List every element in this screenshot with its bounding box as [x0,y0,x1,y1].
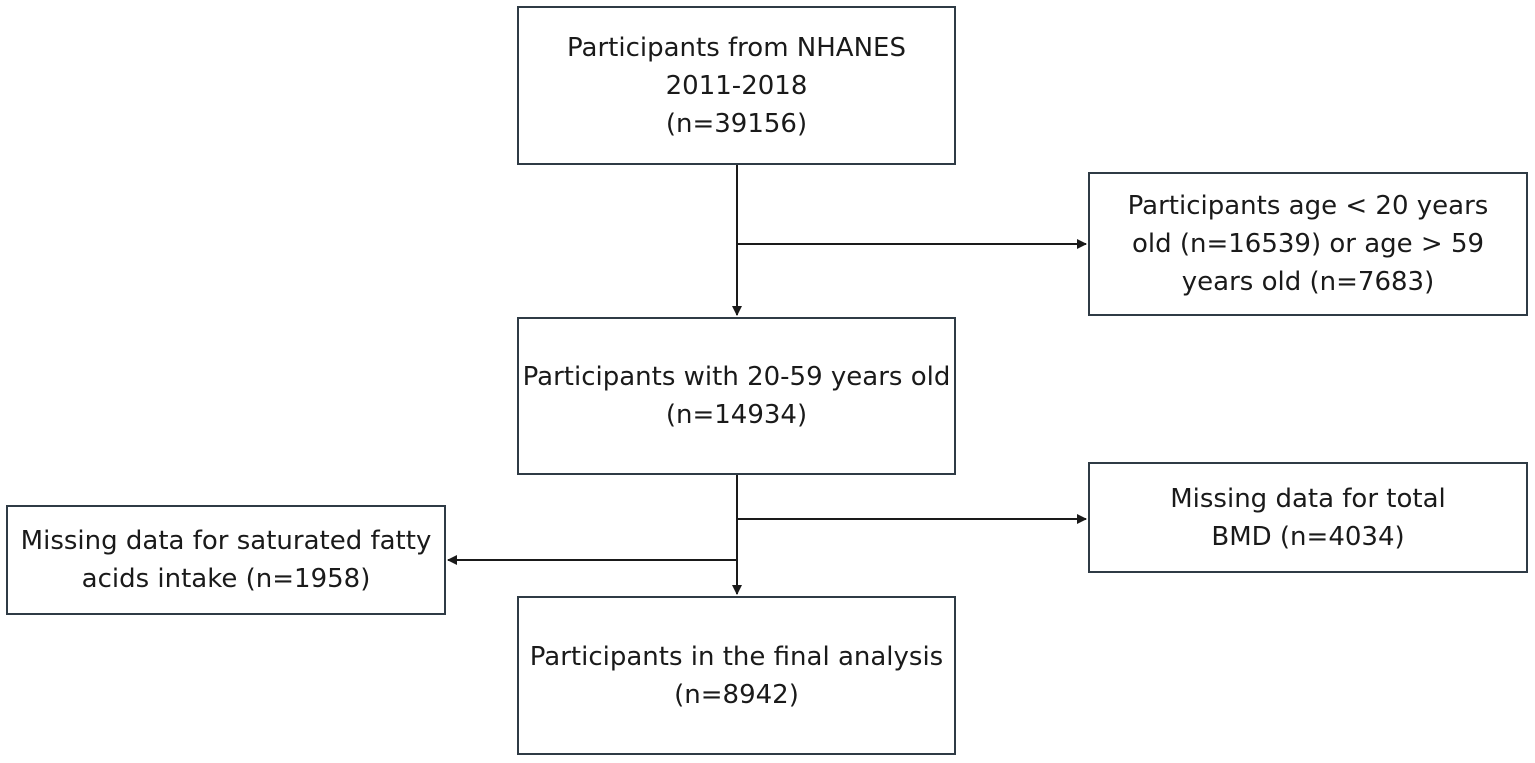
box-text-line: old (n=16539) or age > 59 [1131,229,1485,259]
box-text-line: BMD (n=4034) [1211,521,1405,552]
box-age-exclusion: Participants age < 20 years old (n=16539… [1088,172,1528,316]
box-text-line: years old (n=7683) [1181,267,1435,297]
box-participants-nhanes: Participants from NHANES 2011-2018 (n=39… [517,6,956,165]
box-text-line: (n=14934) [665,400,808,430]
box-text-line: Participants age < 20 years [1127,191,1489,221]
box-text-line: acids intake (n=1958) [81,564,371,594]
box-text-line: Participants from NHANES [567,32,906,63]
box-text-line: Missing data for saturated fatty [20,526,432,556]
box-participants-20-59: Participants with 20-59 years old (n=149… [517,317,956,475]
box-final-analysis: Participants in the final analysis (n=89… [517,596,956,755]
box-text-line: (n=8942) [674,679,799,710]
box-text-line: (n=39156) [665,108,808,139]
box-text-line: Participants with 20-59 years old [522,362,951,392]
box-missing-bmd: Missing data for total BMD (n=4034) [1088,462,1528,573]
box-missing-sfa: Missing data for saturated fatty acids i… [6,505,446,615]
box-text-line: Participants in the final analysis [529,641,944,672]
box-text-line: Missing data for total [1170,483,1446,514]
box-text-line: 2011-2018 [665,70,808,101]
